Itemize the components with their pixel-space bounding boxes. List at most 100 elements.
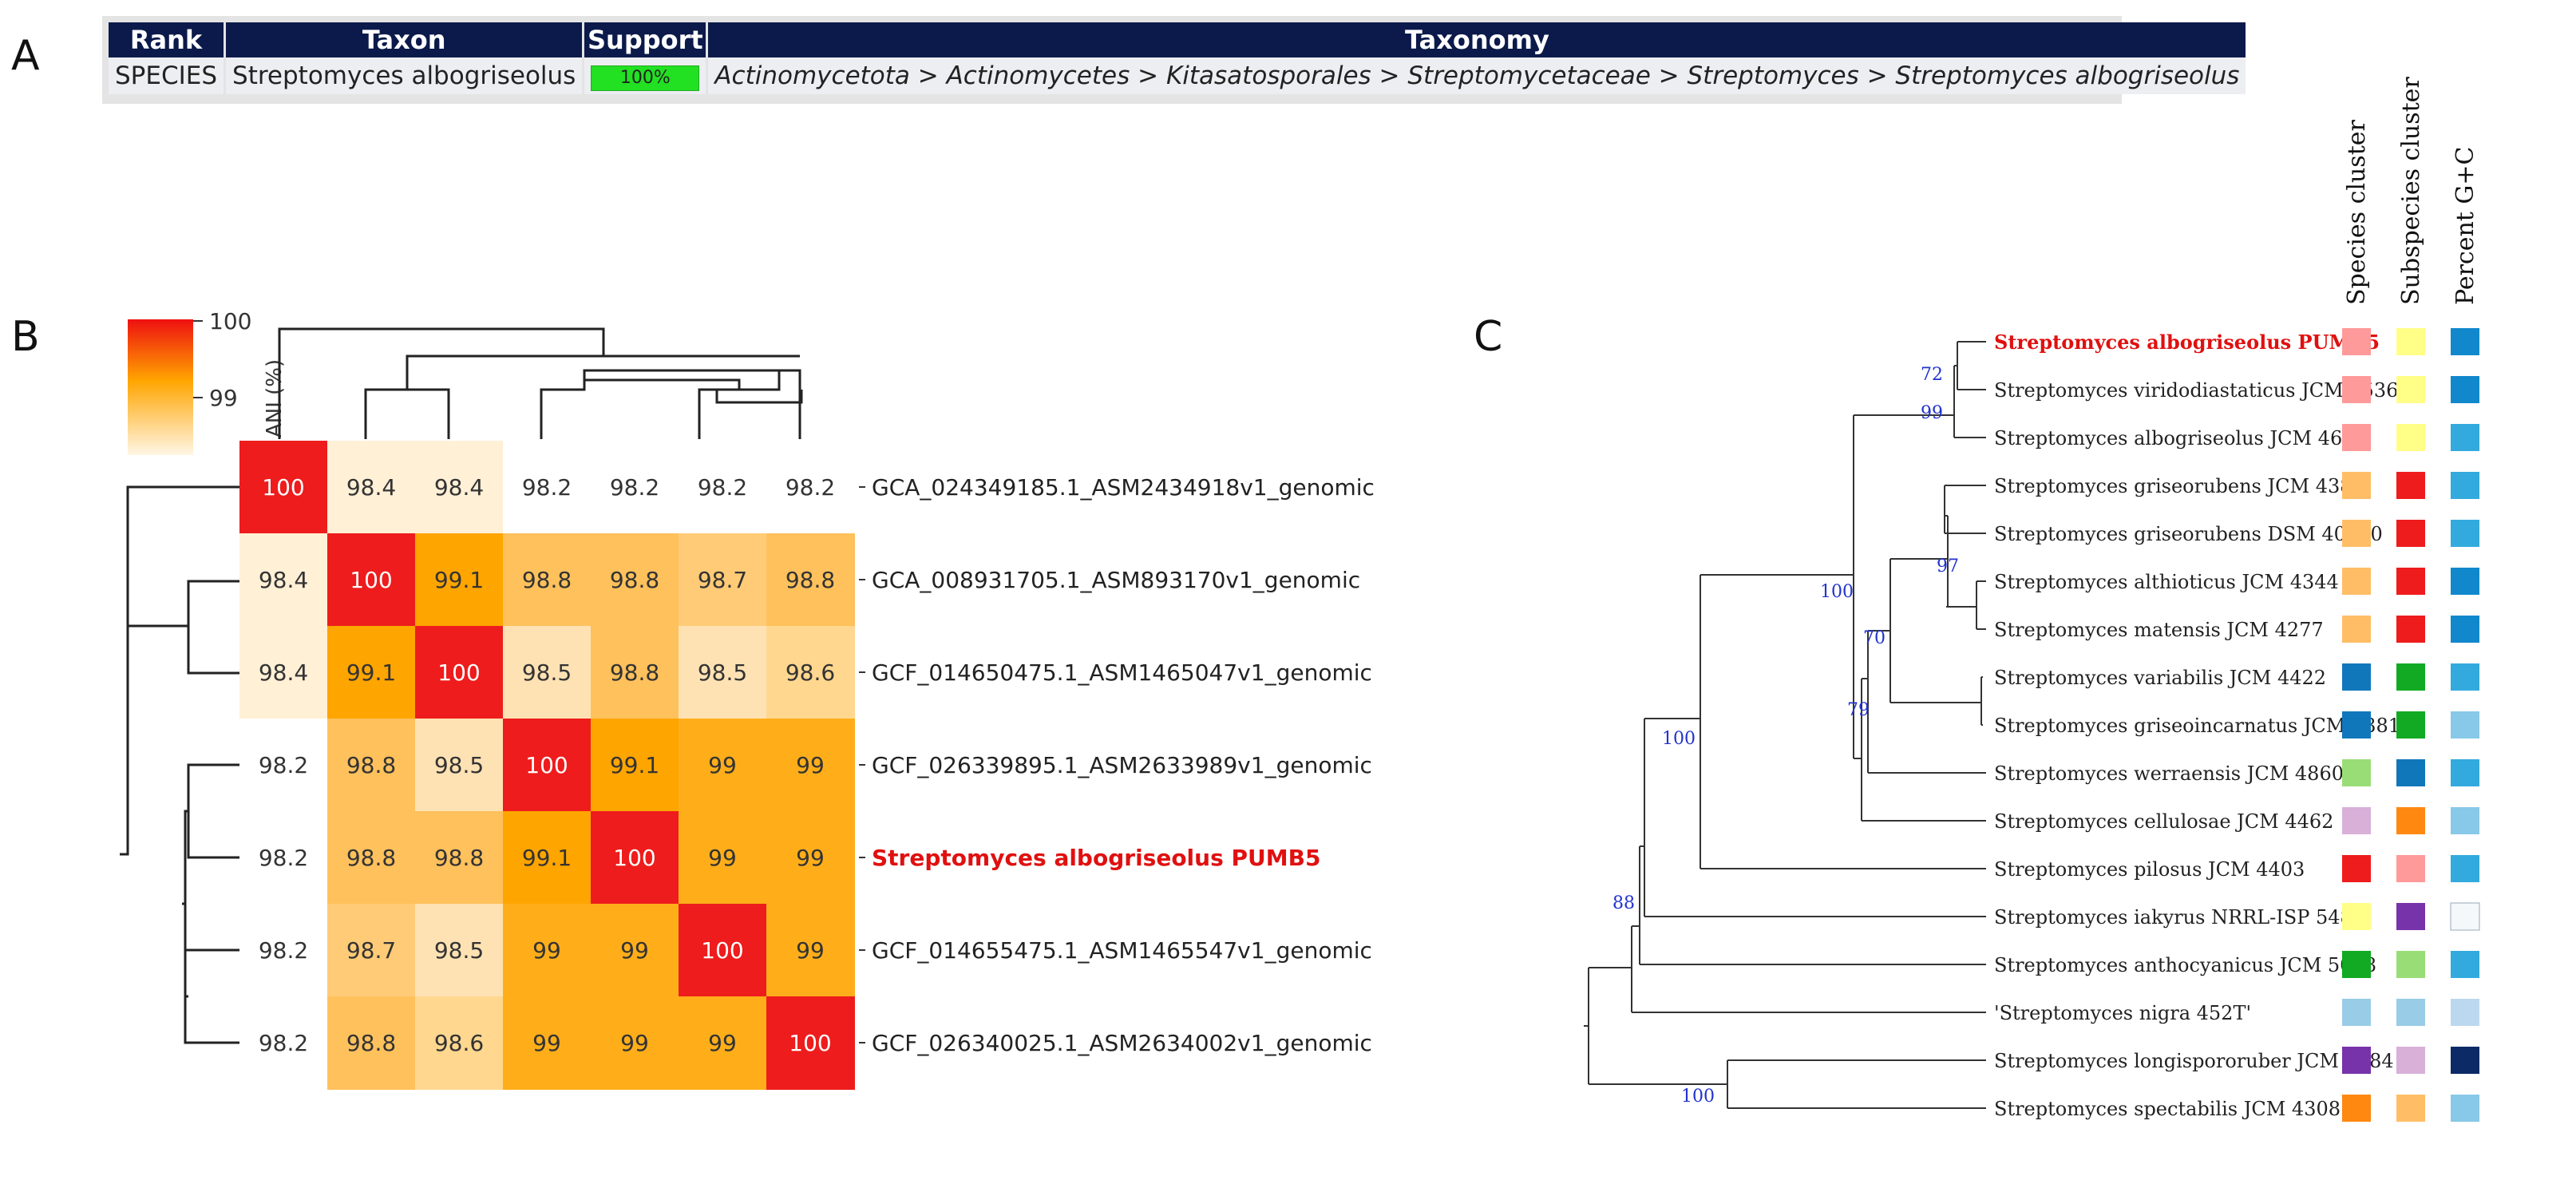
taxonomy-table: Rank Taxon Support Taxonomy SPECIES Stre… (109, 22, 2246, 94)
heatmap-cell (591, 441, 679, 534)
heatmap-cell (503, 811, 592, 905)
heatmap-cell (327, 811, 416, 905)
header-rank: Rank (109, 22, 227, 57)
heatmap-cell-value: 99.1 (346, 659, 396, 686)
heatmap-cell-value: 98.5 (434, 937, 484, 964)
tree-column-header: Subspecies cluster (2397, 77, 2425, 305)
tree-color-box (2396, 951, 2425, 978)
taxonomy-table-row: SPECIES Streptomyces albogriseolus 100% … (109, 57, 2246, 94)
heatmap-cell-value: 98.8 (346, 752, 396, 778)
tree-leaf-label: Streptomyces albogriseolus JCM 4616 (1994, 427, 2367, 449)
tree-column-header: Species cluster (2343, 119, 2371, 305)
heatmap-cell-value: 100 (350, 567, 392, 593)
heatmap-cell (591, 904, 679, 997)
heatmap-cell (415, 904, 504, 997)
heatmap-cell (766, 719, 855, 812)
tree-color-box (2451, 376, 2479, 403)
heatmap-cell (503, 996, 592, 1090)
heatmap-cell-value: 100 (437, 659, 480, 686)
left-dendrogram (120, 485, 239, 1044)
bootstrap-value: 97 (1937, 556, 1959, 576)
heatmap-cell-value: 98.2 (610, 474, 659, 501)
tree-color-box (2451, 855, 2479, 882)
taxonomy-table-panel: Rank Taxon Support Taxonomy SPECIES Stre… (102, 16, 2246, 104)
heatmap-cell (239, 533, 328, 627)
heatmap-cell-value: 99 (620, 1030, 649, 1056)
heatmap-cell (591, 626, 679, 719)
heatmap-cell-value: 98.5 (522, 659, 572, 686)
heatmap-cell (239, 996, 328, 1090)
heatmap-cell-value: 98.8 (346, 1030, 396, 1056)
tree-color-box (2396, 472, 2425, 499)
heatmap-cell (766, 441, 855, 534)
bootstrap-value: 70 (1863, 628, 1886, 648)
panel-label-a: A (11, 32, 40, 80)
tree-leaf-labels: Streptomyces albogriseolus PUMB5Streptom… (1994, 331, 2400, 1120)
tree-color-box (2396, 903, 2425, 930)
bootstrap-value: 100 (1681, 1087, 1715, 1107)
tree-color-box (2396, 520, 2425, 547)
tree-color-box (2451, 663, 2479, 691)
bootstrap-value: 79 (1847, 700, 1870, 720)
heatmap-cell-value: 98.2 (259, 937, 308, 964)
heatmap-cell (503, 533, 592, 627)
heatmap-cell (327, 996, 416, 1090)
header-taxon: Taxon (224, 22, 585, 57)
heatmap-cell-value: 99.1 (610, 752, 659, 778)
tree-color-box (2451, 999, 2479, 1026)
heatmap-cell-value: 98.7 (698, 567, 747, 593)
support-bar: 100% (591, 65, 700, 91)
heatmap-cell-value: 98.5 (434, 752, 484, 778)
heatmap-row-label: GCF_014650475.1_ASM1465047v1_genomic (872, 659, 1372, 686)
tree-color-box (2342, 951, 2371, 978)
heatmap-cell (766, 626, 855, 719)
heatmap-row-label: Streptomyces albogriseolus PUMB5 (872, 845, 1320, 871)
cell-taxonomy: Actinomycetota > Actinomycetes > Kitasat… (706, 57, 2246, 94)
heatmap-cell (239, 904, 328, 997)
heatmap-cell (679, 719, 767, 812)
heatmap-cell-value: 98.5 (698, 659, 747, 686)
heatmap-row-label: GCA_024349185.1_ASM2434918v1_genomic (872, 474, 1375, 501)
heatmap-cell (766, 533, 855, 627)
tree-color-box (2396, 711, 2425, 739)
tree-leaf-label: Streptomyces albogriseolus PUMB5 (1994, 331, 2380, 354)
tree-leaf-label: Streptomyces anthocyanicus JCM 5058 (1994, 954, 2376, 976)
heatmap-cell (766, 904, 855, 997)
heatmap-row-label: GCF_026340025.1_ASM2634002v1_genomic (872, 1030, 1372, 1056)
tree-color-box (2451, 472, 2479, 499)
panel-label-b: B (11, 313, 40, 361)
heatmap-cell-value: 98.8 (610, 659, 659, 686)
heatmap-cell (503, 441, 592, 534)
heatmap-cell-value: 100 (701, 937, 743, 964)
heatmap-cell-value: 99 (620, 937, 649, 964)
tree-color-box (2450, 902, 2480, 931)
heatmap-cell (591, 719, 679, 812)
heatmap-cell-value: 99.1 (434, 567, 484, 593)
tree-color-box (2451, 616, 2479, 643)
heatmap-cell (766, 996, 855, 1090)
heatmap-cell (327, 441, 416, 534)
cell-support: 100% (583, 57, 709, 94)
tree-color-box (2342, 424, 2371, 451)
heatmap-cell (503, 719, 592, 812)
tree-color-box (2451, 807, 2479, 834)
heatmap-cell (415, 996, 504, 1090)
heatmap-cell (239, 719, 328, 812)
heatmap-cell (679, 811, 767, 905)
top-dendrogram (278, 327, 803, 439)
heatmap-cell (239, 626, 328, 719)
heatmap-cell-value: 98.8 (610, 567, 659, 593)
tree-leaf-label: Streptomyces spectabilis JCM 4308 (1994, 1098, 2341, 1120)
tree-color-box (2342, 999, 2371, 1026)
tree-color-box (2396, 616, 2425, 643)
heatmap-row-label: GCA_008931705.1_ASM893170v1_genomic (872, 567, 1360, 593)
heatmap-cell-value: 98.2 (259, 752, 308, 778)
heatmap-cell (591, 996, 679, 1090)
tree-color-box (2342, 520, 2371, 547)
heatmap-cell (679, 996, 767, 1090)
tree-color-box (2342, 711, 2371, 739)
tree-color-box (2451, 711, 2479, 739)
tree-leaf-label: Streptomyces matensis JCM 4277 (1994, 619, 2324, 641)
heatmap-cell (327, 904, 416, 997)
